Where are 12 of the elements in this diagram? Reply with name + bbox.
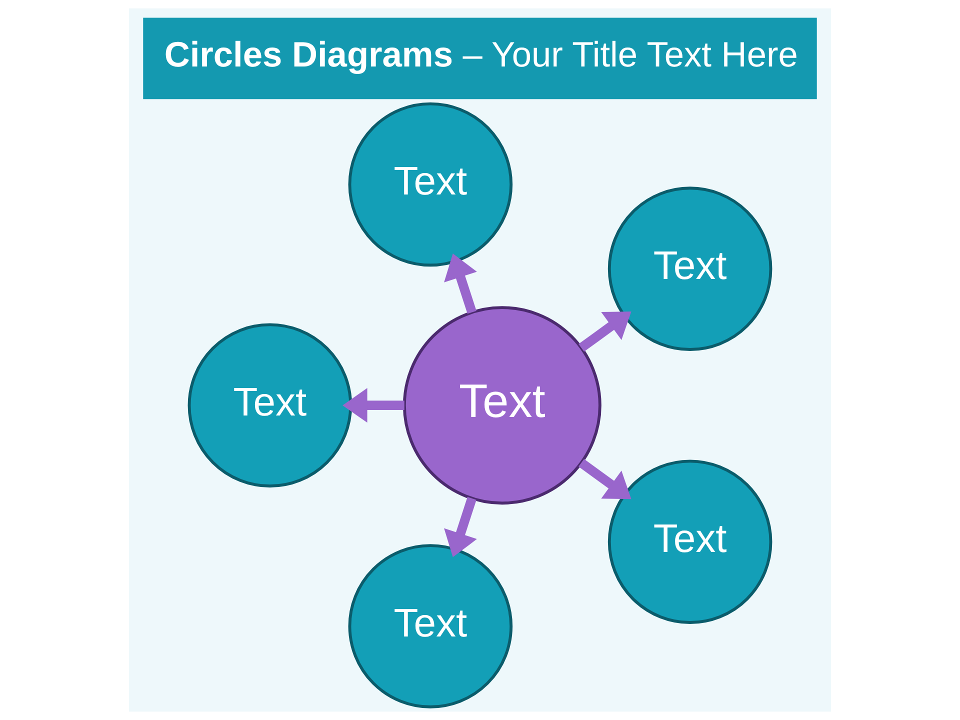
arrow — [444, 496, 477, 558]
arrow — [342, 388, 404, 423]
node-circle: Text — [188, 323, 352, 488]
node-circle: Text — [348, 544, 513, 708]
node-circle: Text — [402, 306, 602, 505]
arrow — [578, 312, 632, 352]
node-circle: Text — [608, 186, 772, 351]
arrow — [578, 459, 632, 500]
diagram-title: Circles Diagrams – Your Title Text Here — [164, 36, 798, 75]
node-circle: Text — [608, 460, 772, 624]
arrow — [444, 254, 477, 314]
node-circle: Text — [348, 102, 513, 267]
